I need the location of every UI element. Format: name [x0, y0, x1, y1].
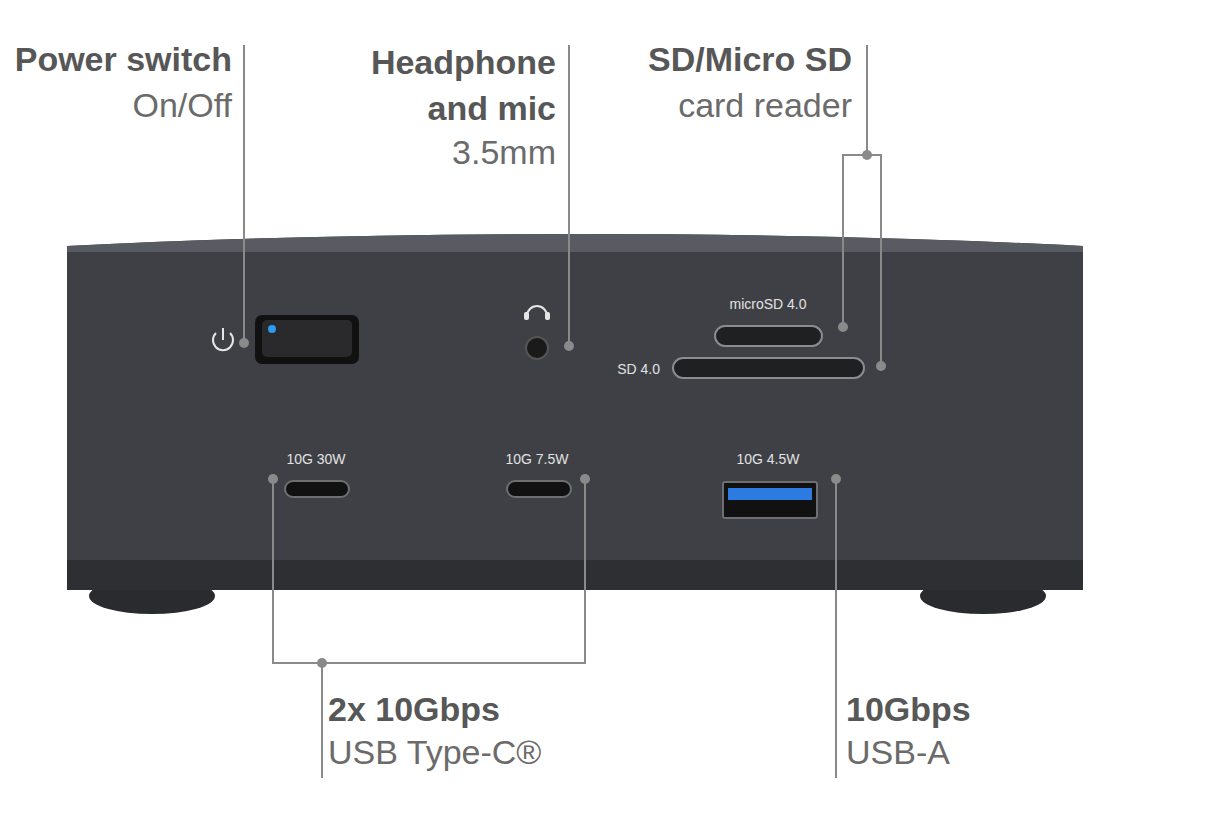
callout-title: SD/Micro SD	[648, 40, 852, 79]
usb-c-port	[285, 481, 349, 497]
headphone-icon	[524, 312, 529, 320]
port-marking: 10G 30W	[286, 451, 345, 467]
callout-title: Power switch	[15, 40, 232, 79]
sd-slot	[673, 358, 864, 378]
power-button-face	[262, 320, 352, 357]
dock-housing	[67, 234, 1083, 590]
usb-a-tongue	[728, 488, 812, 500]
housing-top-edge	[67, 234, 1083, 252]
usb-a-port	[723, 482, 817, 518]
callout-title: Headphone and mic	[341, 40, 556, 132]
leader-dot	[876, 361, 886, 371]
port-marking: 10G 4.5W	[736, 451, 799, 467]
power-icon	[222, 328, 224, 340]
microsd-slot	[715, 326, 822, 346]
callout-subtitle: 3.5mm	[452, 133, 556, 172]
leader-dot	[831, 474, 841, 484]
leader-dot	[862, 150, 872, 160]
callout-title: 10Gbps	[846, 690, 971, 729]
callout-subtitle: On/Off	[132, 86, 232, 125]
leader-line	[866, 45, 868, 155]
port-marking: SD 4.0	[617, 361, 660, 377]
leader-dot	[317, 658, 327, 668]
leader-dot	[838, 322, 848, 332]
leader-line	[568, 45, 570, 346]
leader-lines	[244, 45, 881, 778]
headphone-icon	[545, 312, 550, 320]
usb-c-port	[507, 481, 571, 497]
leader-line	[243, 45, 245, 343]
leader-dot	[268, 474, 278, 484]
leader-dots	[239, 150, 886, 668]
leader-line	[835, 479, 837, 778]
callout-subtitle: card reader	[678, 86, 852, 125]
headphone-icon	[527, 306, 547, 316]
callout-subtitle: USB-A	[846, 733, 950, 772]
leader-dot	[580, 474, 590, 484]
callout-subtitle: USB Type-C®	[328, 733, 541, 772]
port-marking: microSD 4.0	[729, 296, 806, 312]
leader-dot	[564, 341, 574, 351]
power-led	[268, 325, 276, 333]
port-marking: 10G 7.5W	[505, 451, 568, 467]
leader-dot	[239, 338, 249, 348]
leader-bracket	[273, 479, 585, 663]
audio-jack	[526, 337, 548, 359]
power-button	[255, 315, 359, 364]
leader-bracket	[843, 155, 881, 366]
housing-base	[67, 560, 1083, 590]
leader-line	[321, 663, 323, 778]
callout-title: 2x 10Gbps	[328, 690, 500, 729]
